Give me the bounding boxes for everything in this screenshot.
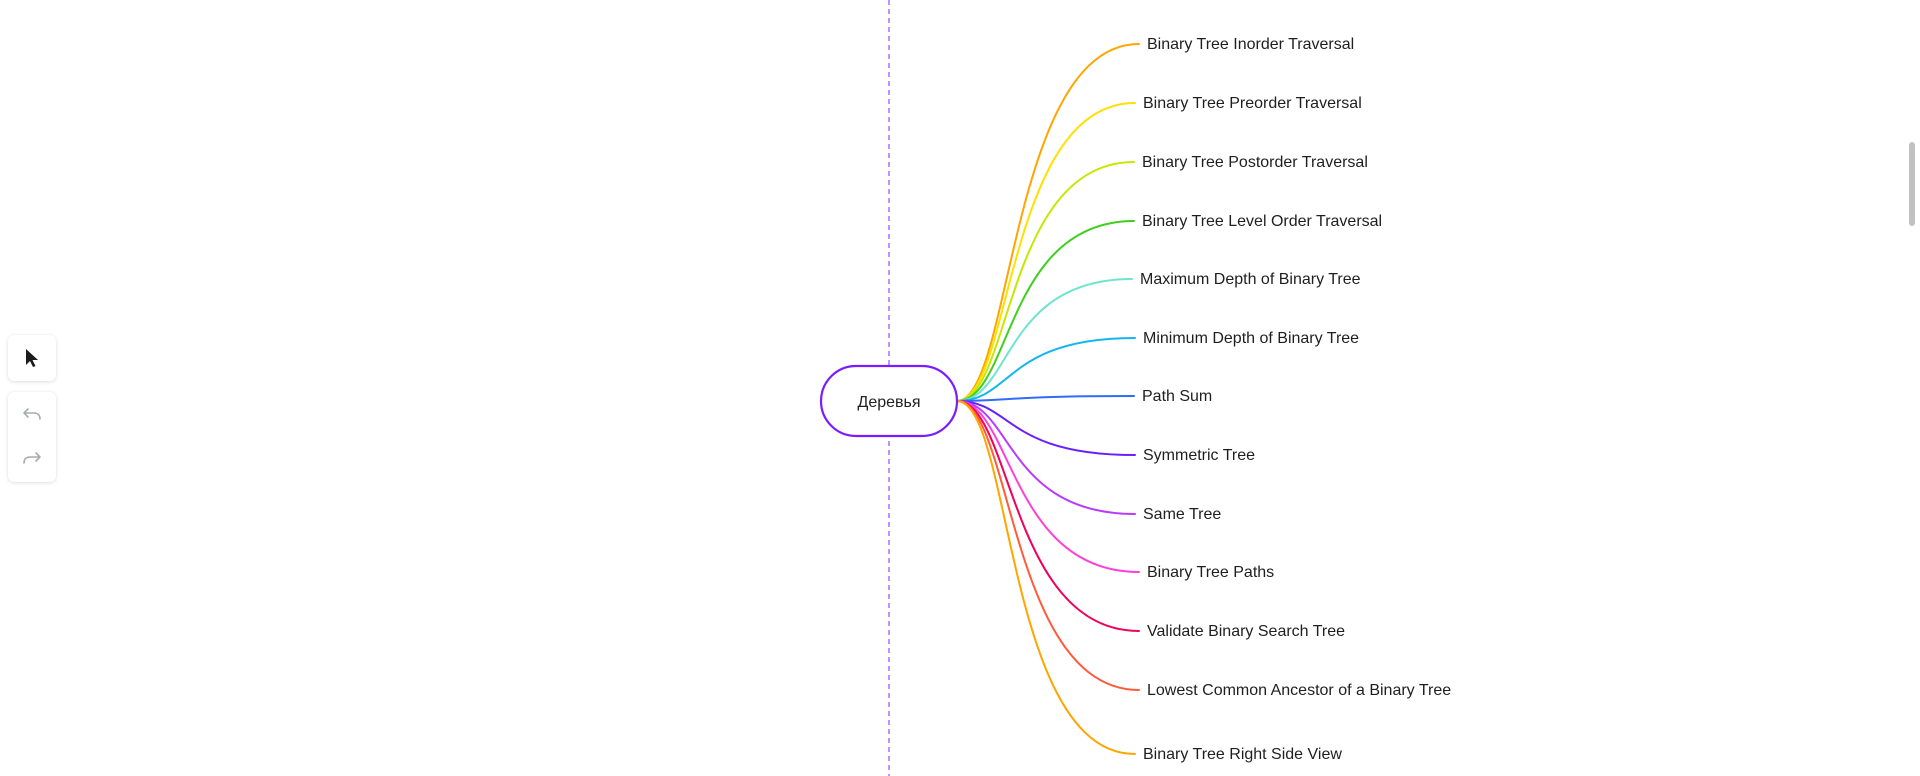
branch-node-label[interactable]: Binary Tree Right Side View	[1143, 746, 1342, 763]
branch-node-label[interactable]: Symmetric Tree	[1143, 447, 1255, 464]
branch-lines	[956, 43, 1140, 755]
undo-button[interactable]	[8, 392, 56, 436]
branch-line	[956, 400, 1136, 456]
branch-line	[956, 400, 1140, 691]
branch-node-label[interactable]: Binary Tree Level Order Traversal	[1142, 213, 1382, 230]
cursor-arrow-icon	[26, 349, 38, 367]
history-panel	[8, 392, 56, 482]
branch-line	[956, 102, 1136, 402]
branch-line	[956, 400, 1136, 515]
tool-selector-panel	[8, 335, 56, 381]
branch-node-label[interactable]: Maximum Depth of Binary Tree	[1140, 271, 1361, 288]
branch-node-label[interactable]: Binary Tree Paths	[1147, 564, 1274, 581]
redo-button[interactable]	[8, 436, 56, 480]
root-node[interactable]: Деревья	[819, 364, 959, 438]
branch-line	[956, 400, 1136, 755]
branch-node-label[interactable]: Binary Tree Postorder Traversal	[1142, 154, 1368, 171]
branch-node-label[interactable]: Path Sum	[1142, 388, 1212, 405]
branch-node-label[interactable]: Lowest Common Ancestor of a Binary Tree	[1147, 682, 1451, 699]
root-node-shape[interactable]	[819, 364, 959, 438]
vertical-scrollbar-thumb[interactable]	[1909, 142, 1915, 226]
select-tool-button[interactable]	[8, 335, 56, 381]
branch-node-label[interactable]: Binary Tree Inorder Traversal	[1147, 36, 1354, 53]
branch-line	[956, 161, 1135, 402]
branch-line	[956, 337, 1136, 402]
branch-node-label[interactable]: Minimum Depth of Binary Tree	[1143, 330, 1359, 347]
branch-node-label[interactable]: Same Tree	[1143, 506, 1221, 523]
branch-line	[956, 400, 1140, 573]
root-node-label: Деревья	[857, 394, 920, 411]
branch-line	[956, 220, 1135, 402]
branch-line	[956, 400, 1140, 632]
branch-line	[956, 278, 1133, 402]
branch-node-label[interactable]: Validate Binary Search Tree	[1147, 623, 1345, 640]
branch-node-label[interactable]: Binary Tree Preorder Traversal	[1143, 95, 1362, 112]
branch-line	[956, 395, 1135, 402]
redo-icon	[23, 452, 41, 464]
branch-line	[956, 43, 1140, 402]
undo-icon	[23, 408, 41, 420]
